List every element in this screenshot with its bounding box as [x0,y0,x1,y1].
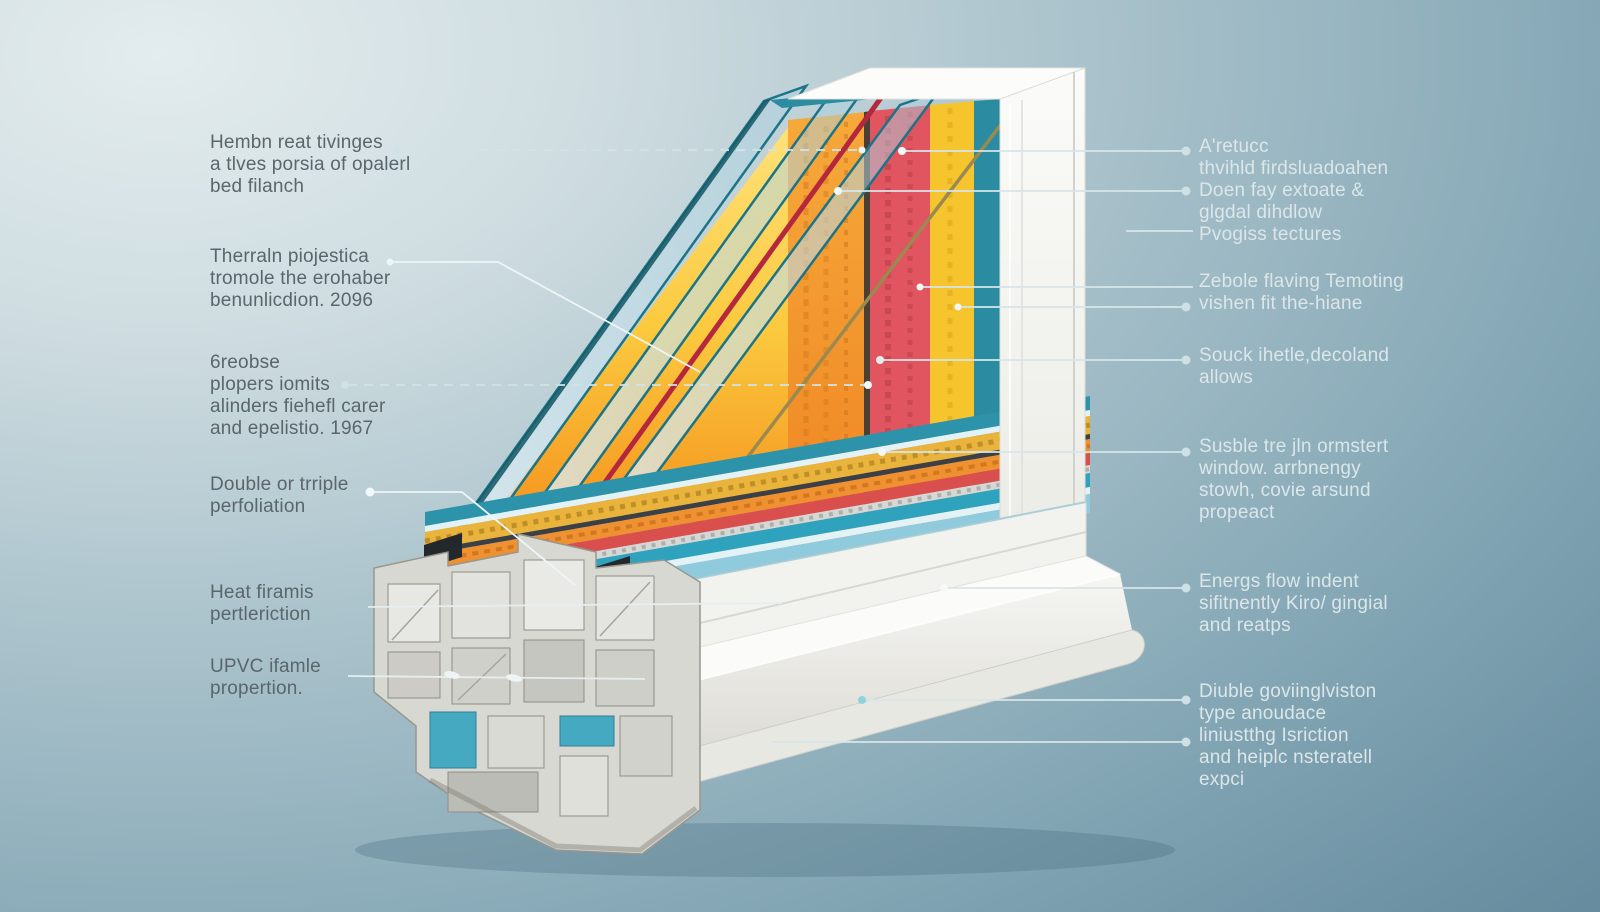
callout-lines-right [772,146,1193,747]
callout-label-right-1: A'retucc thvihld firdsluadoahen Doen fay… [1199,136,1389,245]
callout-label-left-1: Hembn reat tivinges a tlves porsia of op… [210,132,411,197]
glass-panes [394,83,1014,615]
callout-label-left-5: Heat firamis pertleriction [210,582,314,625]
callout-label-right-4: Susble tre jln ormstert window. arrbneng… [1199,436,1389,523]
callout-label-left-6: UPVC ifamle propertion. [210,656,321,699]
callout-label-right-3: Souck ihetle,decoland allows [1199,345,1390,388]
callout-label-right-5: Energs flow indent sifitnently Kiro/ gin… [1199,571,1388,636]
callout-label-left-4: Double or trriple perfoliation [210,474,349,517]
multi-chamber-profile [373,533,701,855]
ground-shadow [355,823,1175,877]
window-sill [627,555,1145,790]
callout-label-left-3: 6reobse plopers iomits alinders fiehefl … [210,352,386,439]
callout-lines-left [341,146,872,682]
callout-label-right-2: Zebole flaving Temoting vishen fit the-h… [1199,271,1404,314]
callout-label-left-2: Therraln piojestica tromole the erohaber… [210,246,391,311]
callout-label-right-6: Diuble goviinglviston type anoudace lini… [1199,681,1377,790]
